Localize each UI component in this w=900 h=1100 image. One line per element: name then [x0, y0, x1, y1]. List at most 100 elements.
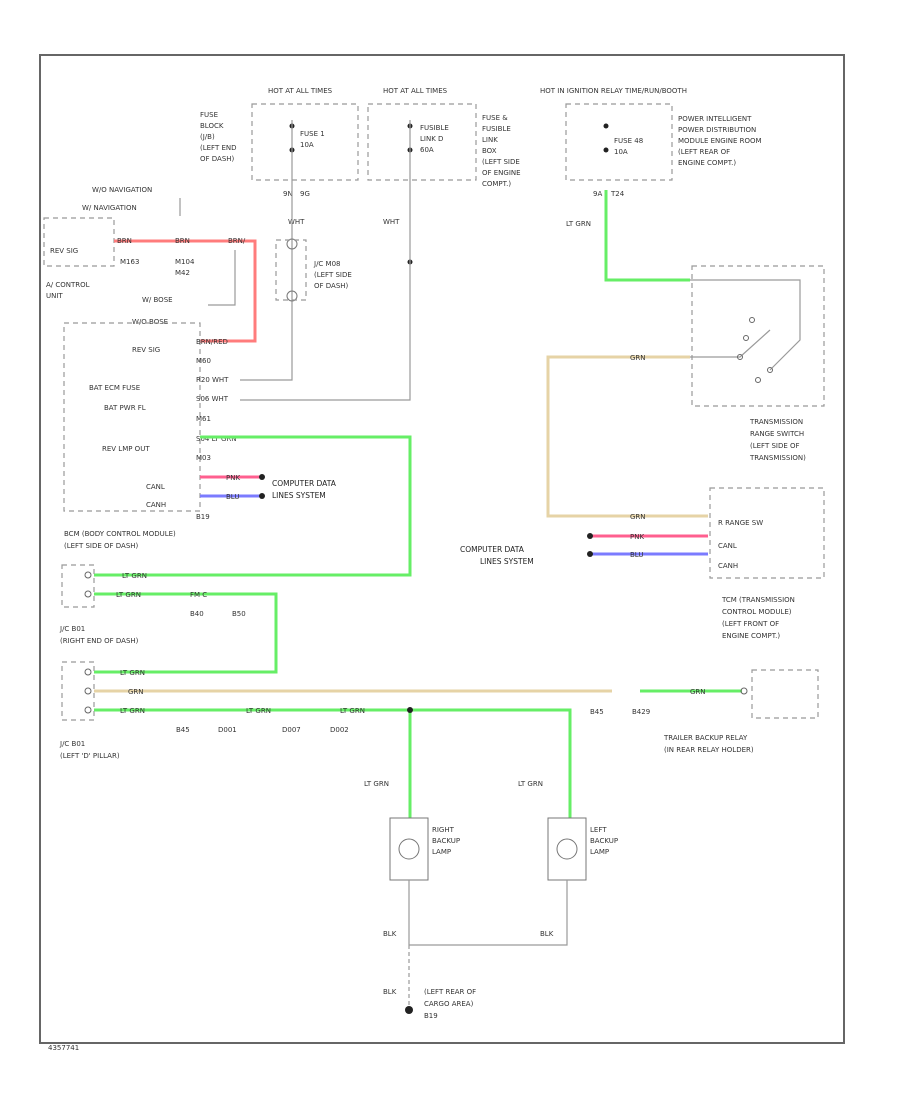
relay-name-1: (IN REAR RELAY HOLDER) [664, 746, 754, 754]
fuse3-terminal-bottom [603, 147, 609, 153]
tcm-name-0: TCM (TRANSMISSION [721, 596, 795, 604]
ground-point: BLK (LEFT REAR OF CARGO AREA) B19 [383, 945, 476, 1020]
fuse-block-1: HOT AT ALL TIMES FUSE BLOCK (J/B) (LEFT … [200, 87, 359, 381]
fuse2-loc-5: OF ENGINE [482, 169, 521, 177]
transmission-control-module: R RANGE SW CANL CANH GRN PNK BLU COMPUTE… [460, 487, 825, 640]
ground-wire: BLK [383, 988, 397, 996]
ipdm-fuse-block: HOT IN IGNITION RELAY TIME/RUN/BOOTH FUS… [540, 87, 762, 282]
tcm-pin-r-range: R RANGE SW [718, 519, 763, 527]
relay-wire: GRN [690, 688, 706, 696]
ac-rev-sig-pin: REV SIG [50, 247, 78, 255]
trs-name-1: RANGE SWITCH [750, 430, 804, 438]
fuse1-loc-2: (J/B) [200, 133, 215, 141]
left-lamp-name-2: LAMP [590, 848, 609, 856]
bose-connector-1: M42 [175, 269, 190, 277]
transmission-range-switch: GRN TRANSMISSION RANGE SWITCH (LEFT SIDE… [546, 265, 825, 518]
left-lamp-name-0: LEFT [590, 826, 607, 834]
bcm-pin-bat-pwr: BAT PWR FL [104, 404, 146, 412]
jc-b01b-wire-1: GRN [128, 688, 144, 696]
fuse1-pin-b: 9G [300, 190, 310, 198]
fuse2-loc-2: LINK [482, 136, 498, 144]
bcm-wire-s06: S06 WHT [196, 395, 229, 403]
jc-b01b-code-0: B45 [176, 726, 190, 734]
jc-b01b-code-2: D007 [282, 726, 301, 734]
fuse3-wire: LT GRN [566, 220, 591, 228]
nav-label-wo: W/O NAVIGATION [92, 186, 152, 194]
fuse3-loc-3: (LEFT REAR OF [678, 148, 730, 156]
ground-name-0: (LEFT REAR OF [424, 988, 476, 996]
bcm-pin-rev-sig: REV SIG [132, 346, 160, 354]
jc-b01-name-0: J/C B01 [59, 625, 85, 633]
jc-m08-name-2: OF DASH) [314, 282, 349, 290]
nav-wire-1: BRN [117, 237, 132, 245]
left-lamp-wire: LT GRN [518, 780, 543, 788]
bcm-can-label-0: COMPUTER DATA [272, 479, 337, 488]
jc-b01b-wire-2: LT GRN [120, 707, 145, 715]
relay-code-1: B429 [632, 708, 650, 716]
fuse3-loc-4: ENGINE COMPT.) [678, 159, 736, 167]
fuse1-hot-label: HOT AT ALL TIMES [268, 87, 333, 95]
bcm-name-1: (LEFT SIDE OF DASH) [64, 542, 139, 550]
right-lamp-wire: LT GRN [364, 780, 389, 788]
right-lamp-gnd: BLK [383, 930, 397, 938]
trs-name-2: (LEFT SIDE OF [750, 442, 800, 450]
jc-m08: J/C M08 (LEFT SIDE OF DASH) [275, 238, 352, 302]
ac-unit-name-0: A/ CONTROL [46, 281, 90, 289]
jc-b01-code-1: B50 [232, 610, 246, 618]
bcm-code-b19: B19 [196, 513, 210, 521]
tcm-name-3: ENGINE COMPT.) [722, 632, 780, 640]
ac-control-unit: W/O NAVIGATION W/ NAVIGATION REV SIG A/ … [43, 186, 257, 343]
fuse1-wire: WHT [288, 218, 305, 226]
trs-wire: GRN [630, 354, 646, 362]
fuse3-loc-0: POWER INTELLIGENT [678, 115, 752, 123]
bcm-pin-rev-lmp: REV LMP OUT [102, 445, 150, 453]
right-lamp-name-2: LAMP [432, 848, 451, 856]
tcm-name-1: CONTROL MODULE) [722, 608, 792, 616]
jc-b01b-name-0: J/C B01 [59, 740, 85, 748]
fuse3-terminal-top [603, 123, 609, 129]
jc-b01-conn: FM C [190, 591, 207, 599]
right-backup-lamp: LT GRN RIGHT BACKUP LAMP BLK [364, 780, 460, 945]
jc-m08-name-0: J/C M08 [313, 260, 340, 268]
bcm-canl-wire: PNK [226, 474, 240, 482]
jc-b01-pillar: LT GRN GRN LT GRN LT GRN LT GRN B45 D001… [59, 661, 742, 822]
tcm-name-2: (LEFT FRONT OF [722, 620, 779, 628]
ground-name-1: CARGO AREA) [424, 1000, 474, 1008]
nav-label-w: W/ NAVIGATION [82, 204, 137, 212]
fuse3-amps: 10A [614, 148, 628, 156]
bose-label-w: W/ BOSE [142, 296, 173, 304]
fuse2-hot-label: HOT AT ALL TIMES [383, 87, 448, 95]
bcm-pin-canh: CANH [146, 501, 166, 509]
bcm-name-0: BCM (BODY CONTROL MODULE) [64, 530, 176, 538]
tcm-pin-canh: CANH [718, 562, 738, 570]
fuse2-loc-3: BOX [482, 147, 497, 155]
diagram-footer-code: 4357741 [48, 1044, 79, 1052]
right-lamp-name-0: RIGHT [432, 826, 455, 834]
fuse2-loc-6: COMPT.) [482, 180, 511, 188]
bcm-canh-wire: BLU [226, 493, 239, 501]
jc-b01b-wire-3: LT GRN [246, 707, 271, 715]
fuse1-amps: 10A [300, 141, 314, 149]
fuse2-wire: WHT [383, 218, 400, 226]
relay-code-0: B45 [590, 708, 604, 716]
jc-b01-wire-1: LT GRN [116, 591, 141, 599]
fuse2-amps: 60A [420, 146, 434, 154]
right-lamp-name-1: BACKUP [432, 837, 460, 845]
fuse1-loc-3: (LEFT END [200, 144, 237, 152]
trailer-backup-relay: GRN B45 B429 TRAILER BACKUP RELAY (IN RE… [590, 669, 819, 754]
jc-b01b-wire-0: LT GRN [120, 669, 145, 677]
body-control-module: REV SIG BAT ECM FUSE BAT PWR FL REV LMP … [63, 322, 412, 577]
trs-name-3: TRANSMISSION) [749, 454, 806, 462]
bcm-code-m03: M03 [196, 454, 211, 462]
fuse3-name: FUSE 48 [614, 137, 643, 145]
fuse1-pin-a: 9N [283, 190, 293, 198]
fuse2-loc-0: FUSE & [482, 114, 508, 122]
fuse3-loc-2: MODULE ENGINE ROOM [678, 137, 762, 145]
bcm-pin-bat-ecm: BAT ECM FUSE [89, 384, 140, 392]
tcm-wire-grn: GRN [630, 513, 646, 521]
bcm-pin-canl: CANL [146, 483, 165, 491]
diagram-frame [39, 54, 845, 1044]
tcm-pin-canl: CANL [718, 542, 737, 550]
fusible-link-box: HOT AT ALL TIMES FUSIBLE LINK D 60A FUSE… [240, 87, 521, 401]
